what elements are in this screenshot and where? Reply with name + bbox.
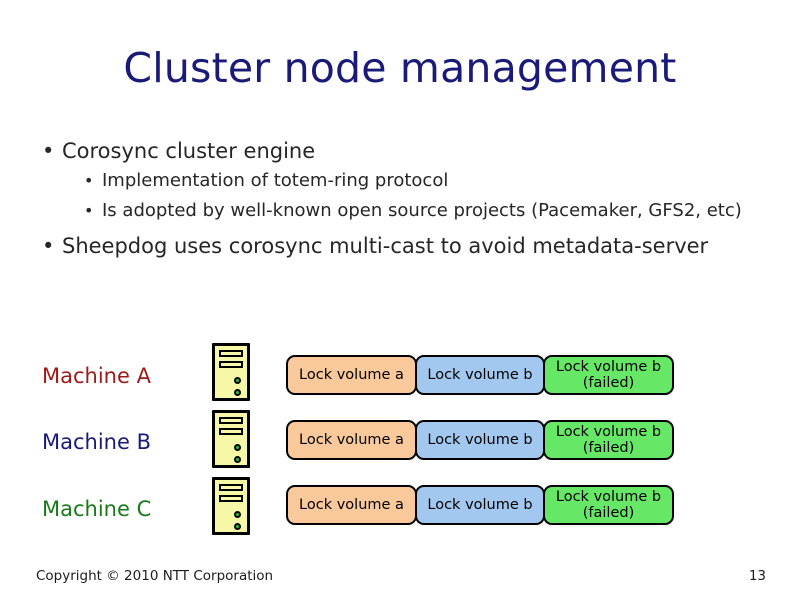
status-led-icon xyxy=(234,444,241,451)
drive-bay-icon xyxy=(219,428,243,435)
drive-bay-icon xyxy=(219,495,243,502)
lock-volume-sublabel: (failed) xyxy=(582,505,635,521)
drive-bay-icon xyxy=(219,417,243,424)
drive-bay-icon xyxy=(219,361,243,368)
machine-row: Machine C Lock volume a Lock volume b xyxy=(0,473,800,538)
lock-volume-sublabel: (failed) xyxy=(582,375,635,391)
status-led-icon xyxy=(234,511,241,518)
drive-bay-icon xyxy=(219,484,243,491)
status-led-icon xyxy=(234,523,241,530)
bullet-text: Is adopted by well-known open source pro… xyxy=(102,200,742,221)
lock-volume-strip: Lock volume a Lock volume b Lock volume … xyxy=(286,420,674,460)
drive-bay-icon xyxy=(219,350,243,357)
bullet-item-level2: • Implementation of totem-ring protocol xyxy=(82,169,758,193)
footer-page-number: 13 xyxy=(748,568,766,584)
server-tower-icon xyxy=(212,343,250,401)
bullet-marker-icon: • xyxy=(84,171,94,190)
machine-label-c: Machine C xyxy=(42,497,152,521)
lock-volume-sublabel: (failed) xyxy=(582,440,635,456)
bullet-marker-icon: • xyxy=(84,201,94,220)
server-tower-icon xyxy=(212,477,250,535)
machine-label-a: Machine A xyxy=(42,364,151,388)
machine-row: Machine B Lock volume a Lock volume b xyxy=(0,408,800,473)
lock-volume-box-failed[interactable]: Lock volume b (failed) xyxy=(543,355,674,395)
bullet-marker-icon: • xyxy=(42,234,55,258)
lock-volume-label: Lock volume a xyxy=(299,367,404,383)
lock-volume-box[interactable]: Lock volume a xyxy=(286,355,417,395)
server-tower-icon xyxy=(212,410,250,468)
lock-volume-label: Lock volume b xyxy=(427,497,533,513)
lock-volume-box[interactable]: Lock volume a xyxy=(286,485,417,525)
bullet-text: Corosync cluster engine xyxy=(62,139,316,163)
status-led-icon xyxy=(234,389,241,396)
lock-volume-box[interactable]: Lock volume b xyxy=(415,420,545,460)
bullet-text: Implementation of totem-ring protocol xyxy=(102,170,449,191)
bullet-marker-icon: • xyxy=(42,139,55,163)
lock-volume-label: Lock volume b xyxy=(427,367,533,383)
lock-volume-label: Lock volume b xyxy=(555,424,662,440)
lock-volume-label: Lock volume a xyxy=(299,432,404,448)
machine-label-b: Machine B xyxy=(42,430,151,454)
bullet-item-level1: • Corosync cluster engine xyxy=(38,138,758,165)
page-title: Cluster node management xyxy=(123,44,677,92)
lock-volume-label: Lock volume b xyxy=(427,432,533,448)
machine-diagram: Machine A Lock volume a Lock volume b xyxy=(0,343,800,538)
bullet-list: • Corosync cluster engine • Implementati… xyxy=(38,138,758,264)
lock-volume-box-failed[interactable]: Lock volume b (failed) xyxy=(543,485,674,525)
lock-volume-box[interactable]: Lock volume a xyxy=(286,420,417,460)
lock-volume-box-failed[interactable]: Lock volume b (failed) xyxy=(543,420,674,460)
bullet-item-level1: • Sheepdog uses corosync multi-cast to a… xyxy=(38,233,758,260)
lock-volume-label: Lock volume a xyxy=(299,497,404,513)
lock-volume-strip: Lock volume a Lock volume b Lock volume … xyxy=(286,485,674,525)
bullet-item-level2: • Is adopted by well-known open source p… xyxy=(82,199,758,223)
lock-volume-strip: Lock volume a Lock volume b Lock volume … xyxy=(286,355,674,395)
lock-volume-box[interactable]: Lock volume b xyxy=(415,485,545,525)
footer-copyright: Copyright © 2010 NTT Corporation xyxy=(36,568,274,584)
lock-volume-label: Lock volume b xyxy=(555,359,662,375)
machine-row: Machine A Lock volume a Lock volume b xyxy=(0,343,800,408)
bullet-text: Sheepdog uses corosync multi-cast to avo… xyxy=(62,234,709,258)
lock-volume-label: Lock volume b xyxy=(555,489,662,505)
lock-volume-box[interactable]: Lock volume b xyxy=(415,355,545,395)
status-led-icon xyxy=(234,456,241,463)
status-led-icon xyxy=(234,377,241,384)
